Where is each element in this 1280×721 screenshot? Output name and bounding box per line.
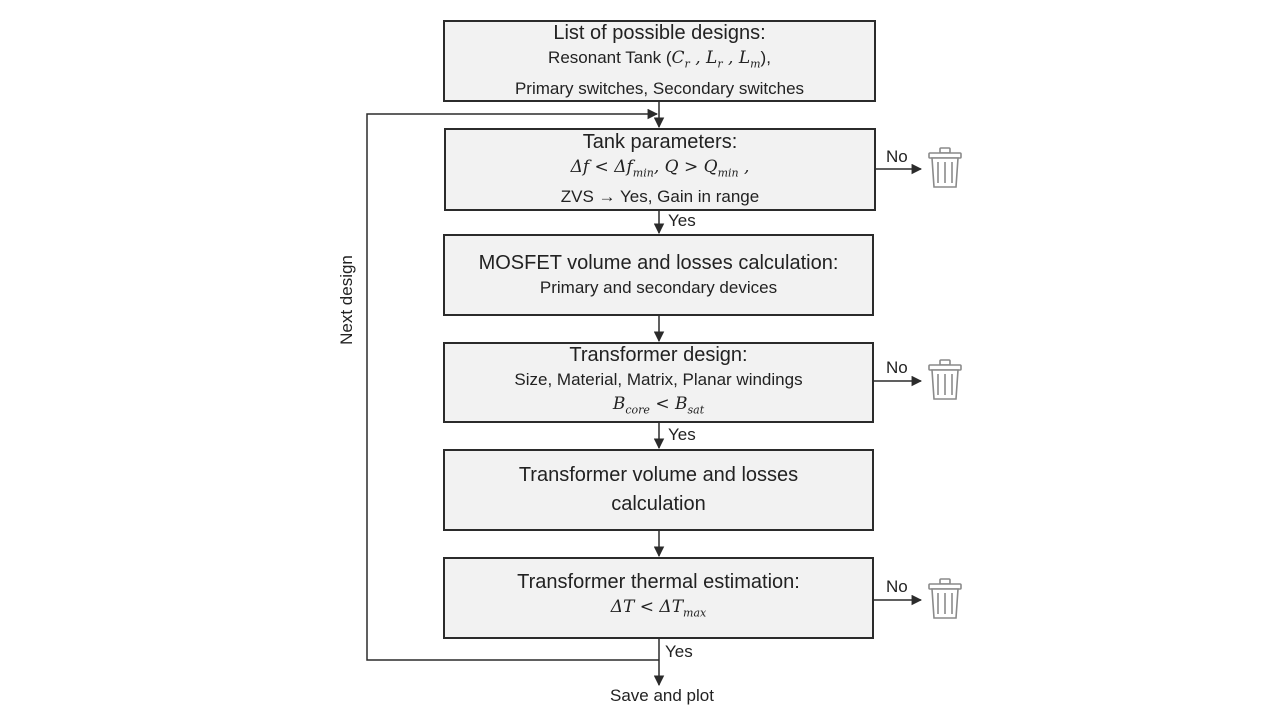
yes-label-2: Yes [668, 425, 696, 444]
thermal-box: Transformer thermal estimation: ΔT < ΔTm… [443, 557, 874, 639]
no-label-1: No [886, 147, 908, 166]
designs-line2: Primary switches, Secondary switches [514, 78, 805, 98]
next-design-label: Next design [337, 255, 356, 345]
mosfet-line2: Primary and secondary devices [539, 277, 778, 297]
trash-icon [928, 359, 962, 400]
trash-icon [928, 578, 962, 619]
save-and-plot-label: Save and plot [610, 686, 714, 705]
thermal-condition: ΔT < ΔTmax [610, 597, 707, 620]
mosfet-title: MOSFET volume and losses calculation: [478, 251, 839, 274]
transformer-volume-line1: Transformer volume and losses [518, 464, 799, 486]
designs-line1: Resonant Tank (Cr , Lr , Lm), [548, 48, 771, 71]
next-design-loop [366, 108, 659, 661]
transformer-volume-line2: calculation [611, 493, 706, 515]
tank-title: Tank parameters: [582, 130, 738, 153]
no-label-2: No [886, 358, 908, 377]
tank-condition: Δf < Δfmin, Q > Qmin , [570, 156, 750, 180]
designs-box: List of possible designs: Resonant Tank … [443, 20, 876, 102]
trash-icon [928, 147, 962, 188]
transformer-design-condition: Bcore < Bsat [612, 393, 705, 417]
yes-label-1: Yes [668, 211, 696, 230]
transformer-design-title: Transformer design: [569, 343, 748, 366]
designs-title: List of possible designs: [553, 22, 766, 45]
transformer-design-box: Transformer design: Size, Material, Matr… [443, 342, 874, 423]
tank-parameters-box: Tank parameters: Δf < Δfmin, Q > Qmin , … [444, 128, 876, 211]
yes-label-3: Yes [665, 642, 693, 661]
transformer-volume-box: Transformer volume and losses calculatio… [443, 449, 874, 531]
thermal-title: Transformer thermal estimation: [517, 571, 800, 594]
mosfet-box: MOSFET volume and losses calculation: Pr… [443, 234, 874, 316]
no-label-3: No [886, 577, 908, 596]
transformer-design-line2: Size, Material, Matrix, Planar windings [514, 369, 803, 389]
tank-line3: ZVS → Yes, Gain in range [560, 187, 760, 207]
